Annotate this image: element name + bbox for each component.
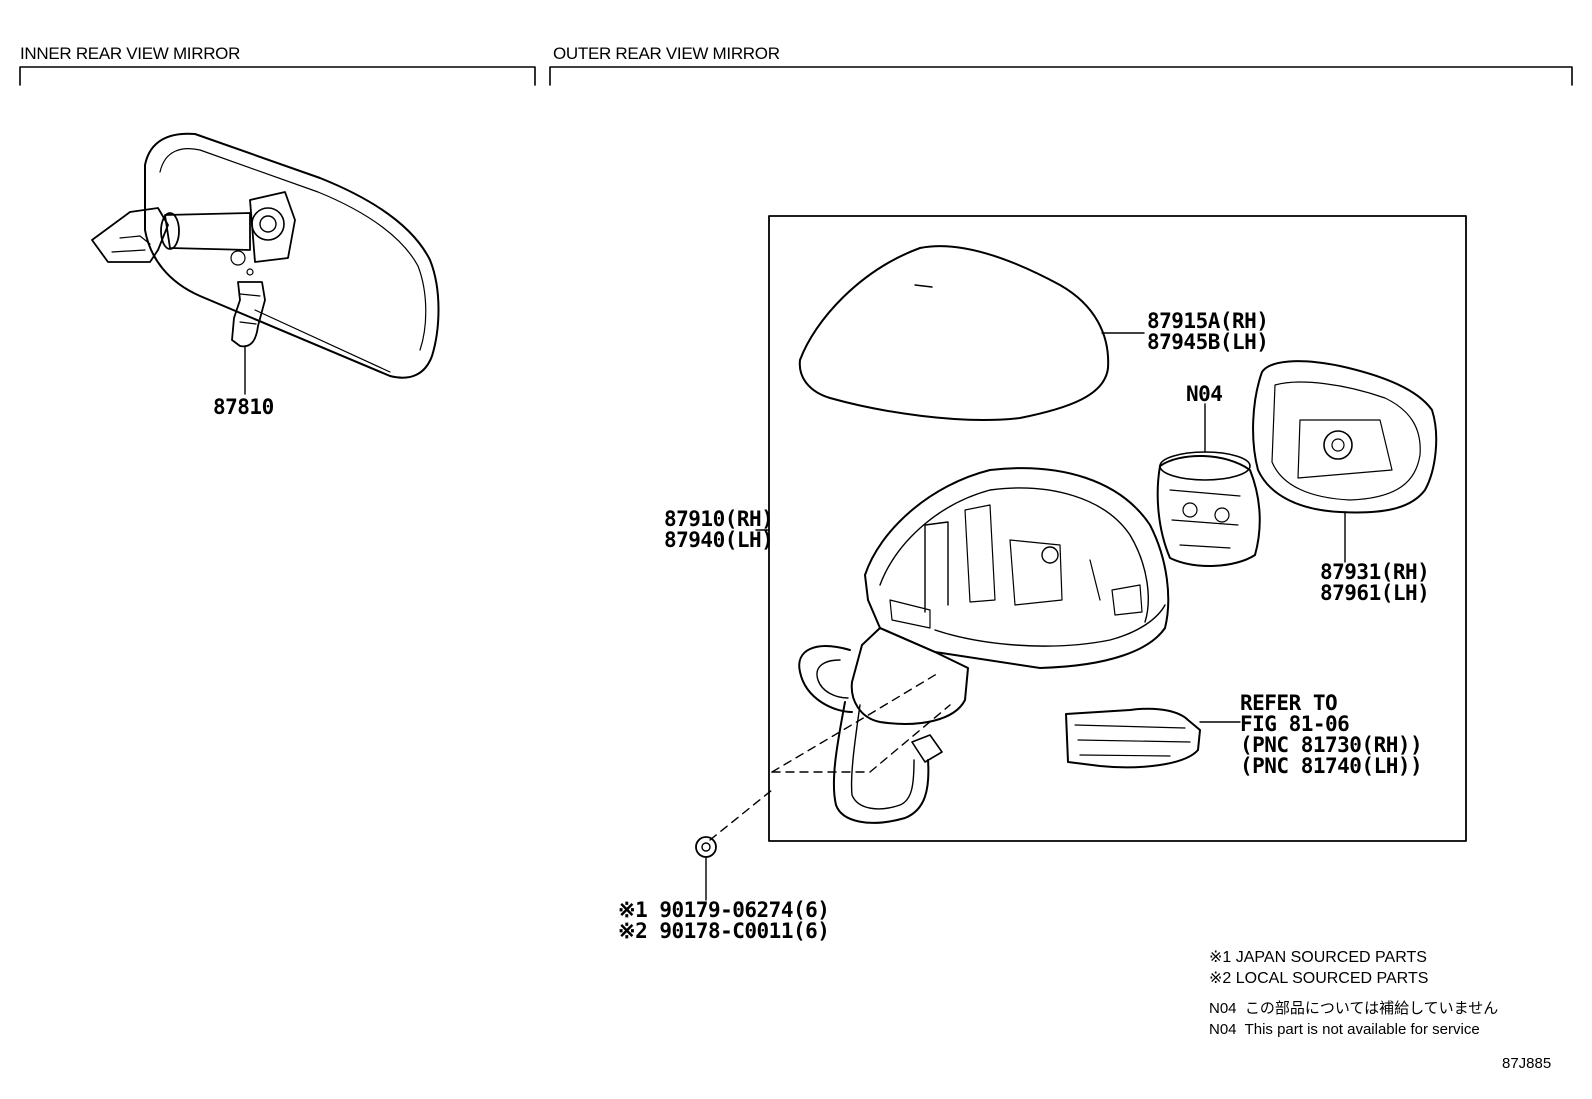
mirror-cover-drawing <box>798 245 1145 421</box>
part-label-87915A[interactable]: 87915A(RH) <box>1147 309 1269 333</box>
part-label-screw-1[interactable]: ※1 90179-06274(6) <box>618 898 830 922</box>
legend-note-1: ※1 JAPAN SOURCED PARTS <box>1209 949 1427 966</box>
part-label-87810[interactable]: 87810 <box>213 395 274 419</box>
part-label-87945B[interactable]: 87945B(LH) <box>1147 330 1269 354</box>
outer-section-title: OUTER REAR VIEW MIRROR <box>553 44 780 63</box>
inner-section-bracket <box>19 66 536 86</box>
turn-signal-drawing <box>1065 707 1241 769</box>
part-label-N04[interactable]: N04 <box>1186 382 1223 406</box>
part-label-87961[interactable]: 87961(LH) <box>1320 581 1430 605</box>
inner-mirror-drawing <box>91 132 440 395</box>
mirror-glass-drawing <box>1252 360 1438 563</box>
legend-n04-jp: N04 この部品については補給していません <box>1209 1000 1499 1017</box>
legend-note-2: ※2 LOCAL SOURCED PARTS <box>1209 970 1429 987</box>
refer-label-line1: REFER TO <box>1240 691 1338 715</box>
refer-label-pnc-lh[interactable]: (PNC 81740(LH)) <box>1240 754 1423 778</box>
part-label-87940[interactable]: 87940(LH) <box>664 528 774 552</box>
inner-section-title: INNER REAR VIEW MIRROR <box>20 44 241 63</box>
actuator-drawing <box>1156 403 1261 567</box>
part-label-screw-2[interactable]: ※2 90178-C0011(6) <box>618 919 830 943</box>
outer-assembly-frame <box>768 215 1467 842</box>
screw-drawing <box>695 836 717 901</box>
refer-label-fig[interactable]: FIG 81-06 <box>1240 712 1350 736</box>
part-label-87910[interactable]: 87910(RH) <box>664 507 774 531</box>
refer-label-pnc-rh[interactable]: (PNC 81730(RH)) <box>1240 733 1423 757</box>
legend-n04-en: N04 This part is not available for servi… <box>1209 1021 1480 1038</box>
outer-section-bracket <box>549 66 1573 86</box>
mirror-body-drawing <box>709 467 1170 841</box>
figure-id: 87J885 <box>1502 1055 1552 1072</box>
part-label-87931[interactable]: 87931(RH) <box>1320 560 1430 584</box>
